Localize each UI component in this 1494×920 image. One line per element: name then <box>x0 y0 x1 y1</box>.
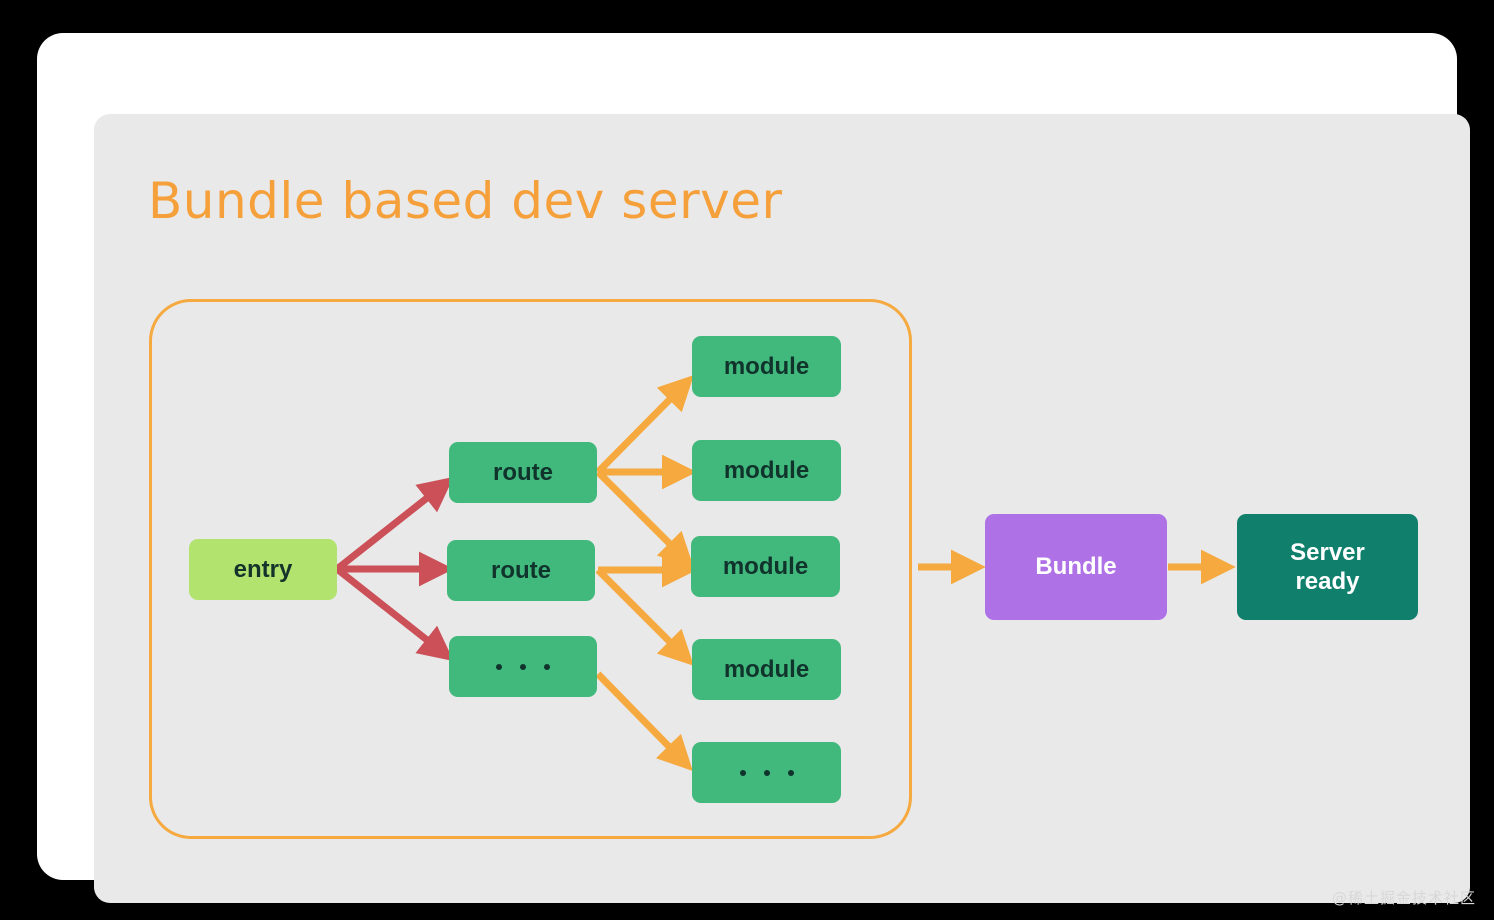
server-ready-line-1: Server <box>1290 538 1365 566</box>
node-route-2[interactable]: route <box>447 540 595 601</box>
node-route-ellipsis[interactable] <box>449 636 597 697</box>
node-module-ellipsis[interactable] <box>692 742 841 803</box>
page-title: Bundle based dev server <box>148 172 783 230</box>
bundle-group-container <box>149 299 912 839</box>
node-module-3[interactable]: module <box>691 536 840 597</box>
node-entry[interactable]: entry <box>189 539 337 600</box>
diagram-panel: Bundle based dev server <box>94 114 1470 903</box>
node-module-4[interactable]: module <box>692 639 841 700</box>
node-route-1[interactable]: route <box>449 442 597 503</box>
slide-card: Bundle based dev server <box>37 33 1470 903</box>
node-bundle[interactable]: Bundle <box>985 514 1167 620</box>
node-module-1[interactable]: module <box>692 336 841 397</box>
server-ready-line-2: ready <box>1295 568 1360 595</box>
node-server-ready[interactable]: Server ready <box>1237 514 1418 620</box>
ellipsis-dots <box>496 663 550 670</box>
node-module-2[interactable]: module <box>692 440 841 501</box>
ellipsis-dots <box>739 769 794 776</box>
watermark: @稀土掘金技术社区 <box>1331 889 1476 907</box>
